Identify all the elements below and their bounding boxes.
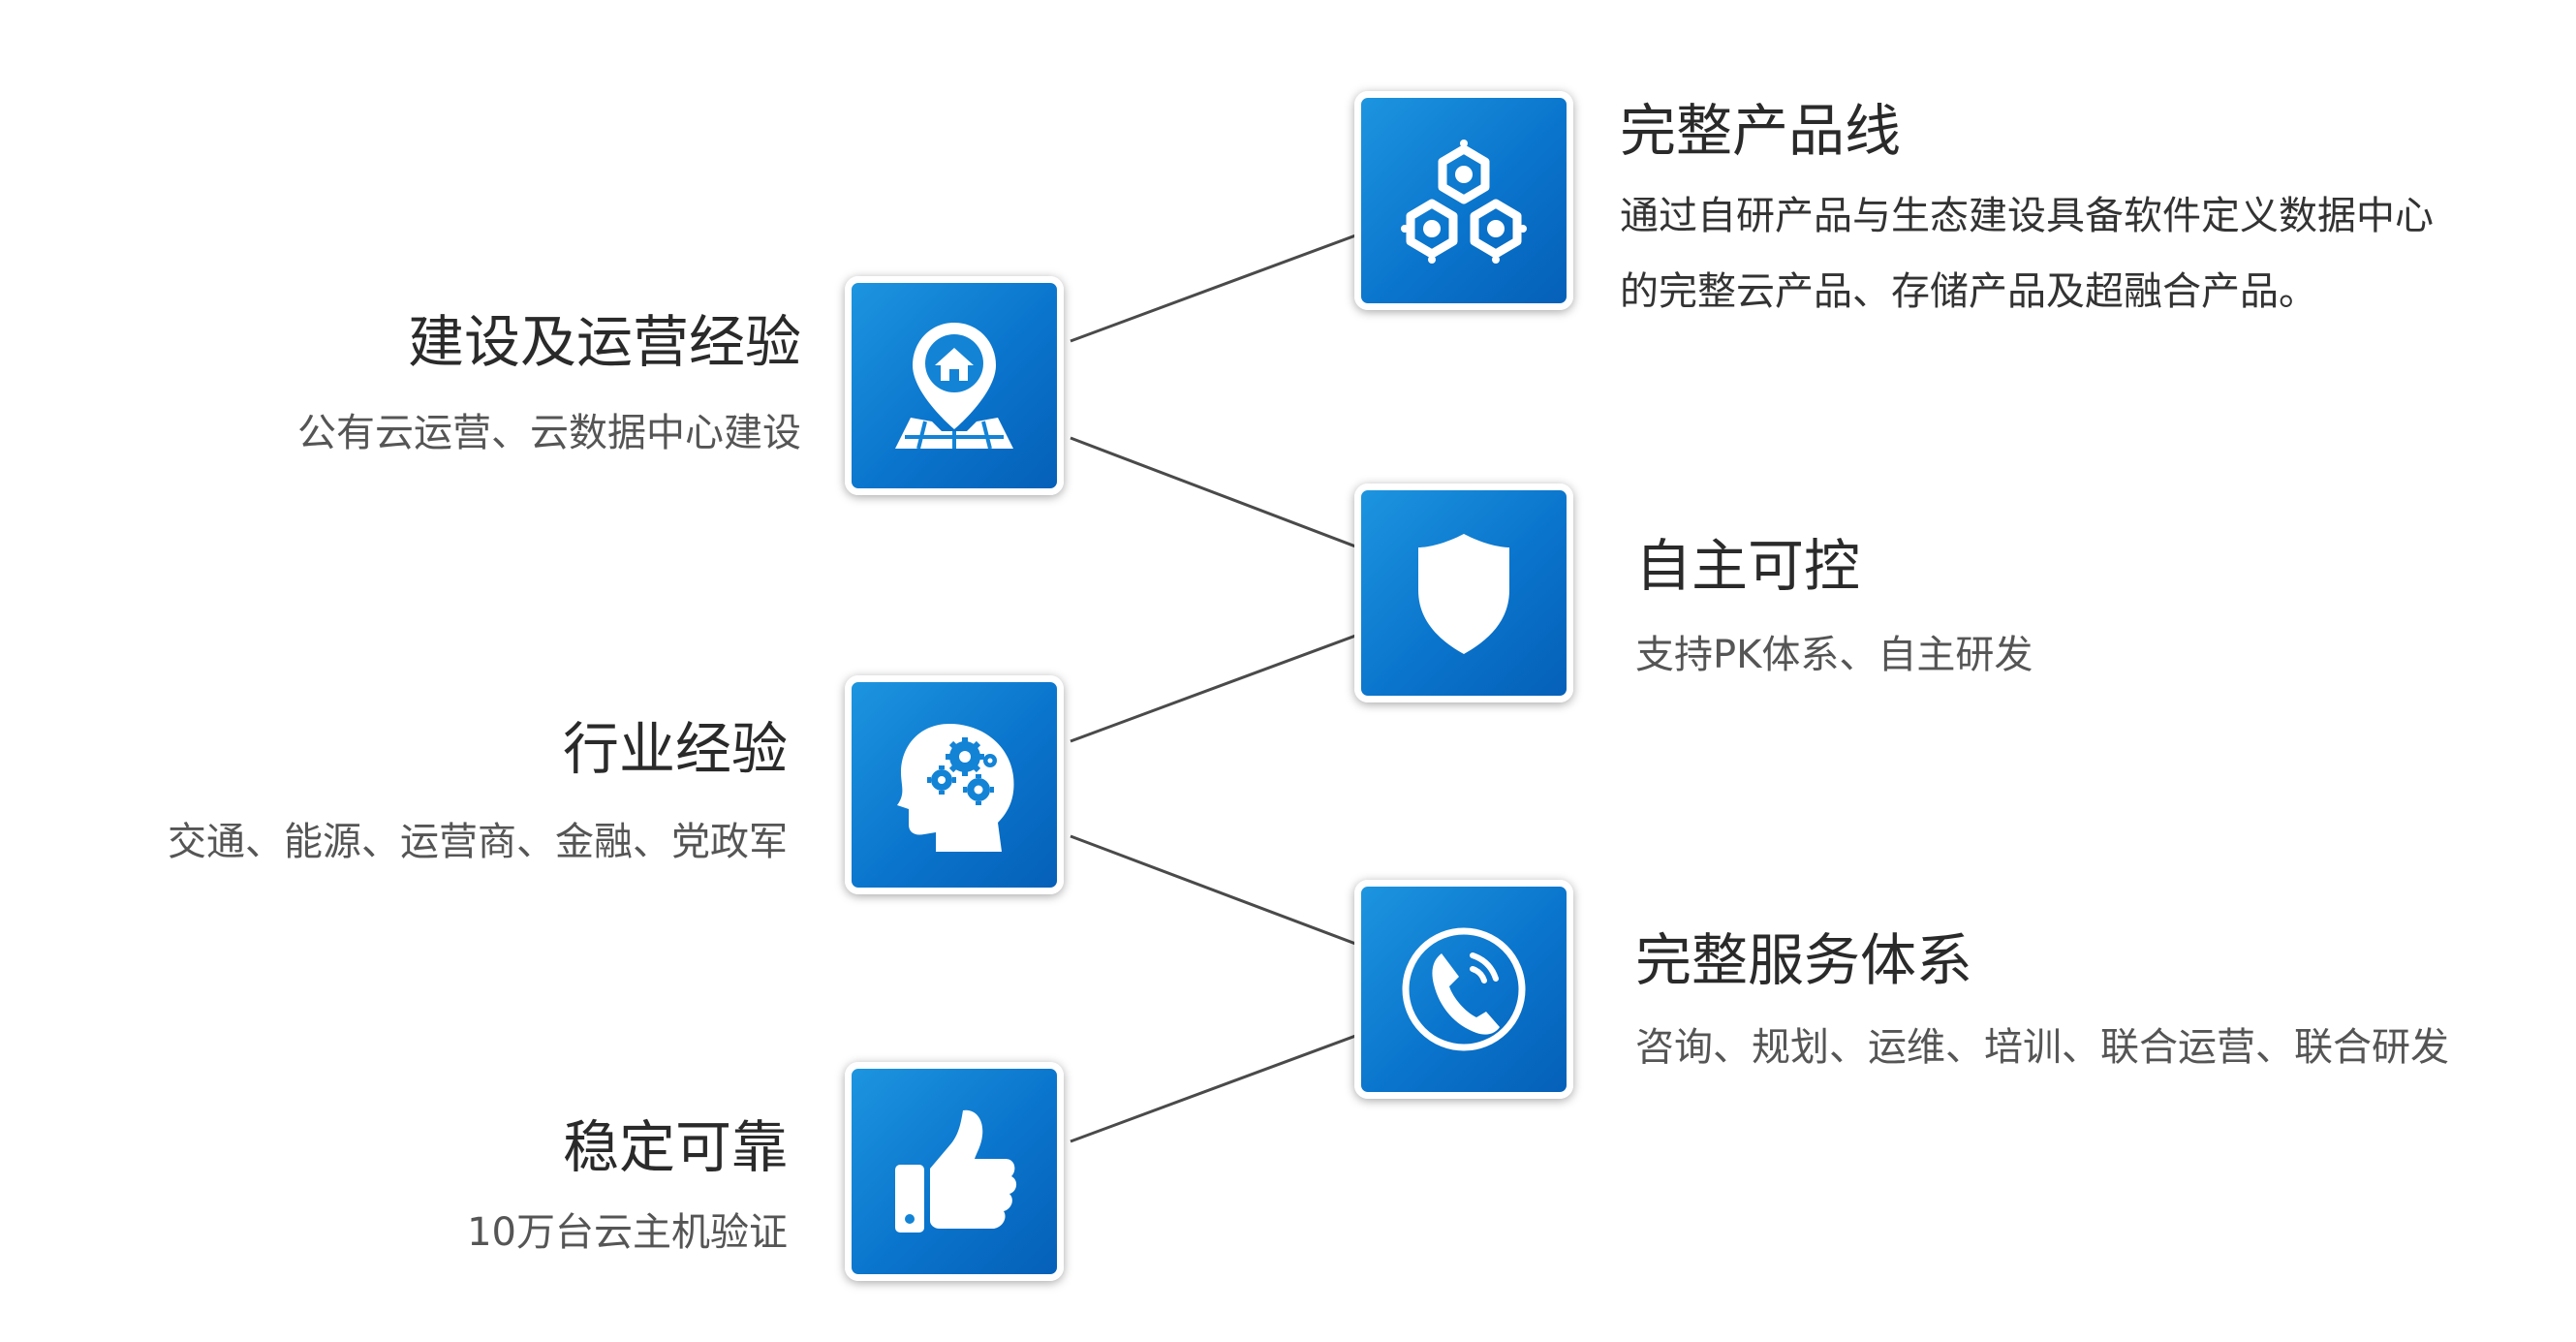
autonomous-desc: 支持PK体系、自主研发 [1635, 633, 2033, 677]
construction-tile [845, 276, 1064, 495]
industry-tile [845, 675, 1064, 894]
autonomous-tile [1354, 484, 1573, 702]
industry-desc: 交通、能源、运营商、金融、党政军 [168, 820, 788, 864]
construction-title: 建设及运营经验 [407, 309, 801, 375]
connector-stable-service [1070, 1033, 1359, 1143]
connector-industry-autonomous [1070, 633, 1359, 743]
service-title: 完整服务体系 [1635, 927, 1973, 993]
connector-construction-autonomous [1070, 436, 1359, 549]
industry-title: 行业经验 [562, 716, 788, 782]
head-gears-icon [897, 724, 1014, 852]
product-line-title: 完整产品线 [1620, 98, 1902, 164]
phone-icon [1402, 927, 1526, 1051]
product-line-desc-line2: 的完整云产品、存储产品及超融合产品。 [1620, 269, 2317, 314]
stable-tile [845, 1062, 1064, 1281]
service-tile [1354, 880, 1573, 1099]
product-line-tile [1354, 91, 1573, 310]
construction-desc: 公有云运营、云数据中心建设 [297, 411, 801, 455]
thumbs-up-icon [895, 1109, 1017, 1233]
hexagon-network-icon [1401, 140, 1527, 264]
map-pin-house-icon [895, 323, 1013, 450]
product-line-desc-line1: 通过自研产品与生态建设具备软件定义数据中心 [1620, 194, 2434, 238]
service-desc: 咨询、规划、运维、培训、联合运营、联合研发 [1635, 1025, 2449, 1070]
shield-icon [1418, 534, 1509, 654]
stable-desc: 10万台云主机验证 [467, 1210, 788, 1255]
connector-industry-service [1070, 834, 1359, 947]
autonomous-title: 自主可控 [1635, 533, 1861, 599]
connector-construction-product-line [1070, 233, 1359, 343]
stable-title: 稳定可靠 [562, 1114, 788, 1180]
